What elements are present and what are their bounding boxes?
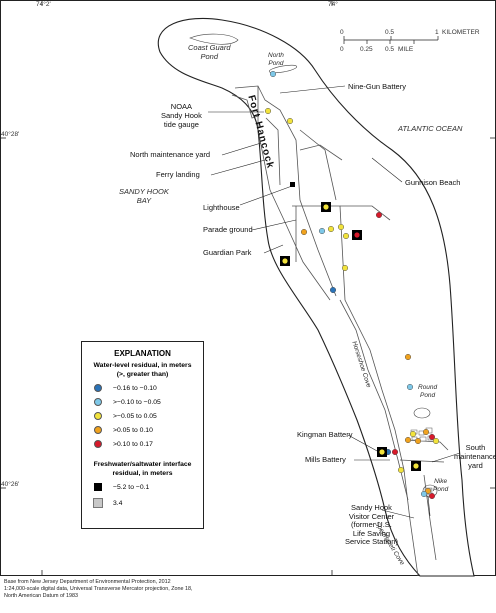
scale-km-0: 0 xyxy=(340,29,344,36)
scale-km-half: 0.5 xyxy=(385,29,395,36)
legend-dot-icon xyxy=(94,384,102,392)
water-level-site-marker xyxy=(354,232,360,238)
legend-square-icon xyxy=(94,483,102,491)
round-pond xyxy=(413,407,431,419)
sandy-hook-peninsula xyxy=(157,17,475,577)
water-level-site-marker xyxy=(329,286,337,294)
water-level-site-marker xyxy=(318,227,326,235)
map-legend: EXPLANATION Water-level residual, in met… xyxy=(81,341,204,529)
water-level-site-marker xyxy=(264,107,272,115)
scale-mi-unit: MILE xyxy=(398,46,414,53)
kingman-battery-label: Kingman Battery xyxy=(297,430,353,439)
interface-residual-marker xyxy=(290,182,295,187)
legend-dot-icon xyxy=(94,426,102,434)
water-level-site-marker xyxy=(414,437,422,445)
water-level-site-marker xyxy=(424,487,432,495)
coast-guard-pond-label: Coast Guard Pond xyxy=(188,43,231,61)
water-level-site-marker xyxy=(286,117,294,125)
water-level-site-marker xyxy=(428,492,436,500)
legend-interface-class-1: −5.2 to −0.1 xyxy=(91,482,149,492)
lon-label-left: 74°2' xyxy=(36,1,51,8)
water-level-site-marker xyxy=(375,211,383,219)
noaa-tide-gauge-label: NOAA Sandy Hook tide gauge xyxy=(161,102,202,129)
legend-water-class-1: −0.16 to −0.10 xyxy=(91,383,157,393)
water-level-site-marker xyxy=(282,258,288,264)
mills-battery-label: Mills Battery xyxy=(305,455,346,464)
water-level-site-marker xyxy=(404,353,412,361)
legend-interface-class-2: 3.4 xyxy=(91,498,122,508)
round-pond-label: Round Pond xyxy=(418,384,438,399)
water-level-site-marker xyxy=(432,437,440,445)
graticule-ticks xyxy=(0,0,496,576)
legend-water-class-4: >0.05 to 0.10 xyxy=(91,425,153,435)
base-map-credit: Base from New Jersey Department of Envir… xyxy=(4,579,193,599)
north-maintenance-yard-label: North maintenance yard xyxy=(130,150,211,159)
coast-guard-pond xyxy=(189,33,239,45)
legend-interface-label: 3.4 xyxy=(113,499,123,507)
lon-label-right: 74° xyxy=(328,1,338,8)
water-level-site-marker xyxy=(428,433,436,441)
scale-km-unit: KILOMETER xyxy=(442,29,480,36)
legend-water-class-3: >−0.05 to 0.05 xyxy=(91,411,157,421)
water-level-site-marker xyxy=(323,204,329,210)
water-level-site-marker xyxy=(420,490,428,498)
legend-interface-label: −5.2 to −0.1 xyxy=(113,483,150,491)
water-level-site-marker xyxy=(397,466,405,474)
legend-water-label: >0.05 to 0.10 xyxy=(113,426,153,434)
road-network xyxy=(231,85,449,577)
north-pond xyxy=(268,64,298,74)
north-pond-label: North Pond xyxy=(268,52,284,67)
visitor-center-label: Sandy Hook Visitor Center (former U.S. L… xyxy=(345,503,398,547)
legend-dot-icon xyxy=(94,412,102,420)
legend-water-class-5: >0.10 to 0.17 xyxy=(91,439,153,449)
nike-pond-label: Nike Pond xyxy=(433,478,449,493)
water-level-site-marker xyxy=(406,383,414,391)
legend-title: EXPLANATION xyxy=(114,349,171,358)
water-level-site-marker xyxy=(422,428,430,436)
scale-km-1: 1 xyxy=(435,29,439,36)
sandy-hook-bay-label: SANDY HOOK BAY xyxy=(119,187,169,205)
water-level-site-marker xyxy=(413,463,419,469)
water-level-site-marker xyxy=(341,264,349,272)
water-level-site-marker xyxy=(300,228,308,236)
legend-water-class-2: >−0.10 to −0.05 xyxy=(91,397,161,407)
water-level-site-marker xyxy=(269,70,277,78)
leader-lines xyxy=(208,85,461,519)
lat-label-top: 40°28' xyxy=(1,131,20,138)
water-level-site-marker xyxy=(391,448,399,456)
legend-water-label: >−0.10 to −0.05 xyxy=(113,398,161,406)
lat-label-bottom: 40°26' xyxy=(1,481,20,488)
water-level-site-marker xyxy=(342,232,350,240)
legend-interface-title: Freshwater/saltwater interface residual,… xyxy=(93,461,192,477)
legend-water-label: >−0.05 to 0.05 xyxy=(113,412,157,420)
water-level-site-marker xyxy=(327,225,335,233)
legend-dot-icon xyxy=(94,398,102,406)
guardian-park-label: Guardian Park xyxy=(203,248,252,257)
water-level-site-marker xyxy=(404,436,412,444)
south-maintenance-yard-label: South maintenance yard xyxy=(454,443,496,470)
parade-ground-label: Parade ground xyxy=(203,225,253,234)
water-level-site-marker xyxy=(337,223,345,231)
nine-gun-battery-label: Nine-Gun Battery xyxy=(348,82,406,91)
legend-water-label: >0.10 to 0.17 xyxy=(113,440,153,448)
water-level-site-marker xyxy=(379,449,385,455)
legend-square-icon xyxy=(93,498,103,508)
gunnison-beach-label: Gunnison Beach xyxy=(405,178,461,187)
legend-water-label: −0.16 to −0.10 xyxy=(113,384,157,392)
scale-bar xyxy=(343,36,439,44)
scale-mi-quarter: 0.25 xyxy=(360,46,373,53)
scale-mi-half: 0.5 xyxy=(385,46,395,53)
water-level-site-marker xyxy=(409,430,417,438)
legend-dot-icon xyxy=(94,440,102,448)
scale-mi-0: 0 xyxy=(340,46,344,53)
ferry-landing-label: Ferry landing xyxy=(156,170,200,179)
legend-water-title: Water-level residual, in meters (>, grea… xyxy=(93,362,192,378)
atlantic-ocean-label: ATLANTIC OCEAN xyxy=(398,124,463,133)
lighthouse-label: Lighthouse xyxy=(203,203,240,212)
